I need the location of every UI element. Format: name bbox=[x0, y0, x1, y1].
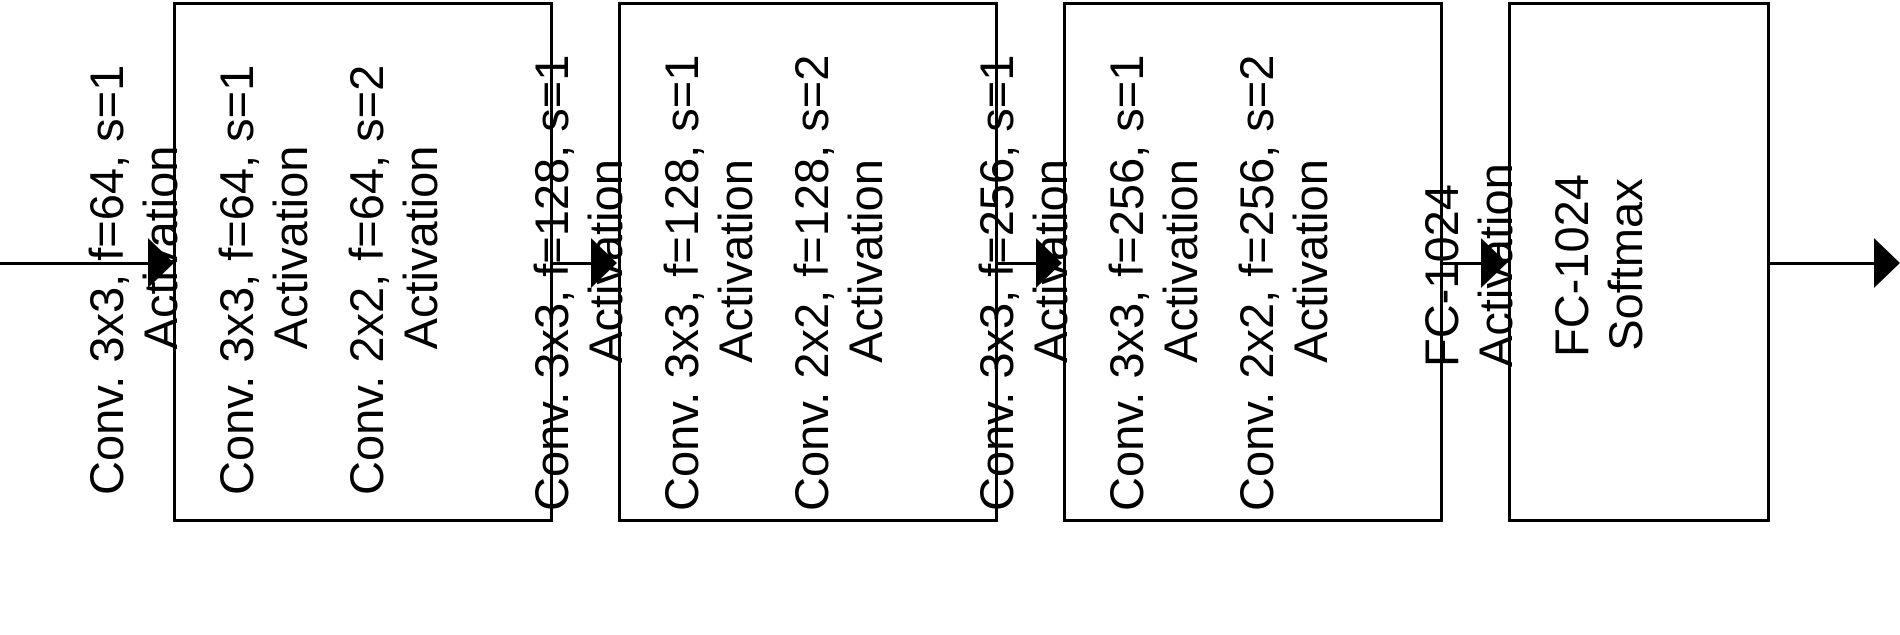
arrow-line-2 bbox=[998, 262, 1038, 265]
layer-fc-label: FC-1024 bbox=[1545, 174, 1598, 357]
layer-conv-label: Conv. 3x3, f=256, s=1 bbox=[1100, 54, 1153, 511]
layer-conv-label: Conv. 3x3, f=64, s=1 bbox=[210, 64, 263, 495]
layer-conv-label: Conv. 2x2, f=64, s=2 bbox=[340, 64, 393, 495]
layer-activation-label: Activation bbox=[134, 145, 187, 350]
fc-block: FC-1024 Activation FC-1024 Softmax bbox=[1415, 2, 1770, 522]
arrowhead-2 bbox=[1036, 238, 1062, 288]
layer-activation-label: Activation bbox=[1154, 159, 1207, 363]
conv-block-3: Conv. 3x3, f=256, s=1 Activation Conv. 3… bbox=[970, 2, 1443, 522]
layer-conv-label: Conv. 3x3, f=64, s=1 bbox=[80, 64, 133, 495]
layer-activation-label: Activation bbox=[1024, 159, 1077, 363]
layer-conv-label: Conv. 2x2, f=128, s=2 bbox=[785, 54, 838, 511]
layer-conv-label: Conv. 2x2, f=256, s=2 bbox=[1230, 54, 1283, 511]
layer-activation-label: Activation bbox=[394, 145, 447, 350]
input-arrow-line bbox=[0, 262, 150, 265]
layer-activation-label: Activation bbox=[1284, 159, 1337, 363]
layer-conv-label: Conv. 3x3, f=256, s=1 bbox=[970, 54, 1023, 511]
arrowhead-1 bbox=[591, 238, 617, 288]
output-arrowhead bbox=[1874, 238, 1900, 288]
layer-activation-label: Activation bbox=[839, 159, 892, 363]
layer-activation-label: Activation bbox=[579, 159, 632, 363]
layer-activation-label: Activation bbox=[709, 159, 762, 363]
layer-conv-label: Conv. 3x3, f=128, s=1 bbox=[525, 54, 578, 511]
output-arrow-line bbox=[1770, 262, 1876, 265]
arrowhead-3 bbox=[1481, 238, 1507, 288]
layer-conv-label: Conv. 3x3, f=128, s=1 bbox=[655, 54, 708, 511]
conv-block-2: Conv. 3x3, f=128, s=1 Activation Conv. 3… bbox=[525, 2, 998, 522]
input-arrowhead bbox=[148, 238, 174, 288]
conv-block-1: Conv. 3x3, f=64, s=1 Activation Conv. 3x… bbox=[80, 2, 553, 522]
layer-softmax-label: Softmax bbox=[1599, 178, 1652, 351]
layer-fc-label: FC-1024 bbox=[1415, 184, 1468, 367]
arrow-line-1 bbox=[553, 262, 593, 265]
layer-activation-label: Activation bbox=[1469, 163, 1522, 367]
arrow-line-3 bbox=[1443, 262, 1483, 265]
layer-activation-label: Activation bbox=[264, 145, 317, 350]
